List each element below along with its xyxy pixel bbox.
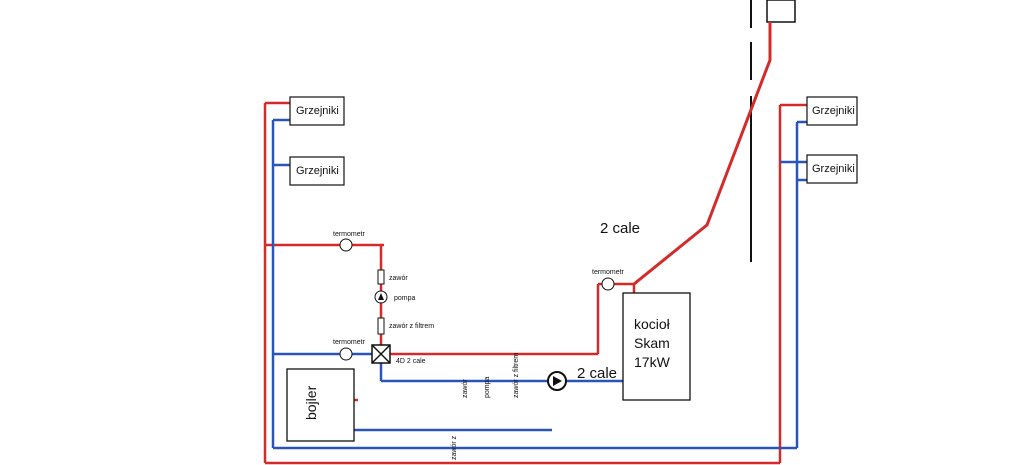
return-line-labels: zawór pompa zawór z filtrem zawór z [451,353,520,460]
circulation-pump-icon [547,371,567,391]
boiler-label-line1: kocioł [634,316,671,332]
valve-label: zawór [389,275,408,282]
supply-pipes [263,22,807,465]
radiator-label: Grzejniki [812,163,855,175]
pump-icon: pompa [374,290,416,304]
thermometer-label: termometr [333,231,366,238]
radiator-label: Grzejniki [296,105,339,117]
pump-label-rotated: pompa [484,376,491,398]
water-tank: bojler [286,368,355,442]
valve-label-rotated: zawór [462,379,469,398]
return-pipes [271,118,807,450]
valve-bottom-label: zawór z [451,435,458,460]
valve-filter: zawór z filtrem [377,317,434,335]
radiator-right-top: Grzejniki [806,96,858,126]
valve-filter-label-rotated: zawór z filtrem [513,353,520,398]
thermometer-label: termometr [333,339,366,346]
tank-label: bojler [303,385,319,420]
radiator-left-top: Grzejniki [289,96,345,126]
thermometer-lower: termometr [333,339,366,361]
boiler-label-line3: 17kW [634,354,671,370]
radiator-label: Grzejniki [812,105,855,117]
pump-label: pompa [394,295,416,302]
mixing-valve-icon: 4D 2 cale [371,344,426,365]
mixing-valve-label: 4D 2 cale [396,358,426,365]
boiler: kocioł Skam 17kW [622,292,691,401]
valve-filter-label: zawór z filtrem [389,323,434,330]
chimney [750,0,796,262]
thermometer-boiler: termometr [592,269,625,291]
thermometer-label: termometr [592,269,625,276]
radiator-left-bottom: Grzejniki [289,156,345,186]
radiator-label: Grzejniki [296,165,339,177]
radiator-right-bottom: Grzejniki [806,154,858,184]
pipe-size-label-flue: 2 cale [600,220,640,237]
boiler-label-line2: Skam [634,335,670,351]
valve: zawór [377,269,408,285]
pipe-size-label-return: 2 cale [577,365,617,382]
thermometer-upper: termometr [333,231,366,252]
